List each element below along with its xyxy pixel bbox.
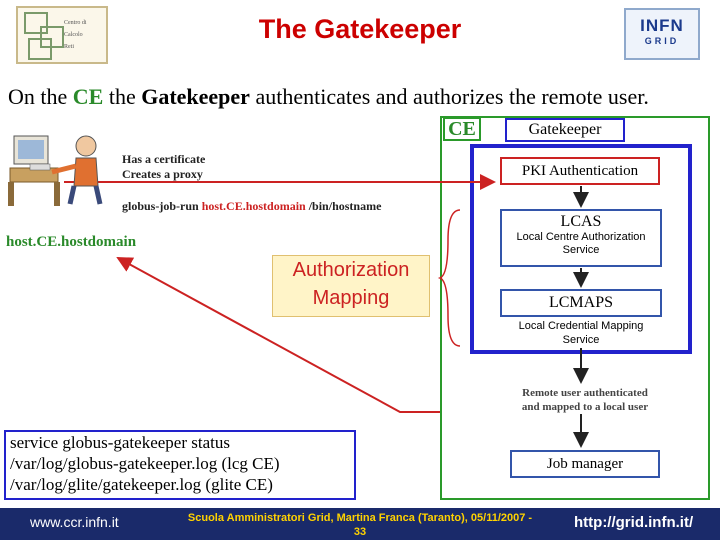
footer-ccr-link[interactable]: www.ccr.infn.it: [30, 514, 119, 530]
lcmaps-box: LCMAPS: [500, 289, 662, 317]
remote-line1: Remote user authenticated: [522, 387, 648, 399]
job-manager-box: Job manager: [510, 450, 660, 478]
lcas-box: LCAS Local Centre Authorization Service: [500, 209, 662, 267]
logo-square-3: [28, 38, 52, 60]
subtitle-part2: the: [103, 84, 142, 109]
footer-band: [0, 508, 720, 540]
remote-line2: and mapped to a local user: [521, 401, 649, 413]
remote-user-note: Remote user authenticated and mapped to …: [510, 386, 660, 414]
pki-authentication-box: PKI Authentication: [500, 157, 660, 185]
ccr-logo: Centro di Calcolo Reti: [16, 6, 108, 64]
return-arrow: [116, 257, 440, 413]
footer-event-info: Scuola Amministratori Grid, Martina Fran…: [160, 511, 560, 539]
lcas-description: Local Centre Authorization Service: [516, 231, 646, 256]
grid-logo-text: GRID: [644, 36, 680, 46]
ce-label: CE: [443, 117, 481, 141]
footer-page-number: 33: [353, 526, 367, 538]
logo-text-1: Centro di: [64, 20, 87, 26]
service-commands-box: service globus-gatekeeper status /var/lo…: [4, 430, 356, 500]
auth-mapping-line2: Mapping: [312, 287, 390, 309]
cmd-prefix: globus-job-run: [122, 199, 202, 213]
footer-grid-link[interactable]: http://grid.infn.it/: [574, 514, 694, 531]
header-band: [0, 0, 720, 72]
service-line2: /var/log/globus-gatekeeper.log (lcg CE): [10, 454, 280, 473]
gatekeeper-label: Gatekeeper: [505, 118, 625, 142]
host-label: host.CE.hostdomain: [6, 234, 137, 250]
user-computer-icon: [8, 135, 103, 206]
service-line3: /var/log/glite/gatekeeper.log (glite CE): [10, 475, 273, 494]
lcmaps-description: Local Credential Mapping Service: [500, 319, 662, 347]
subtitle: On the CE the Gatekeeper authenticates a…: [8, 84, 649, 110]
auth-mapping-line1: Authorization: [292, 259, 410, 281]
subtitle-part3: authenticates and authorizes the remote …: [249, 84, 649, 109]
authorization-mapping-box: Authorization Mapping: [272, 255, 430, 317]
logo-text-3: Reti: [64, 44, 74, 50]
infn-logo-text: INFN: [640, 16, 684, 35]
page-title: The Gatekeeper: [258, 14, 462, 44]
logo-square-2: [40, 26, 64, 48]
subtitle-gatekeeper: Gatekeeper: [141, 84, 250, 109]
mapping-brace: [437, 209, 461, 347]
ce-container: [440, 116, 710, 500]
cmd-suffix: /bin/hostname: [305, 199, 382, 213]
service-line1: service globus-gatekeeper status: [10, 433, 230, 452]
infn-grid-logo: INFN GRID: [624, 8, 700, 60]
command-line: globus-job-run host.CE.hostdomain /bin/h…: [122, 199, 381, 214]
logo-square-1: [24, 12, 48, 34]
footer-event-line1: Scuola Amministratori Grid, Martina Fran…: [187, 512, 533, 524]
cmd-host: host.CE.hostdomain: [201, 199, 306, 213]
cert-line1: Has a certificate: [122, 152, 206, 166]
subtitle-ce: CE: [72, 84, 104, 109]
logo-text-2: Calcolo: [64, 32, 83, 38]
lcas-name: LCAS: [560, 213, 602, 230]
cert-line2: Creates a proxy: [122, 167, 203, 181]
certificate-note: Has a certificate Creates a proxy: [122, 152, 205, 182]
subtitle-part1: On the: [8, 84, 73, 109]
